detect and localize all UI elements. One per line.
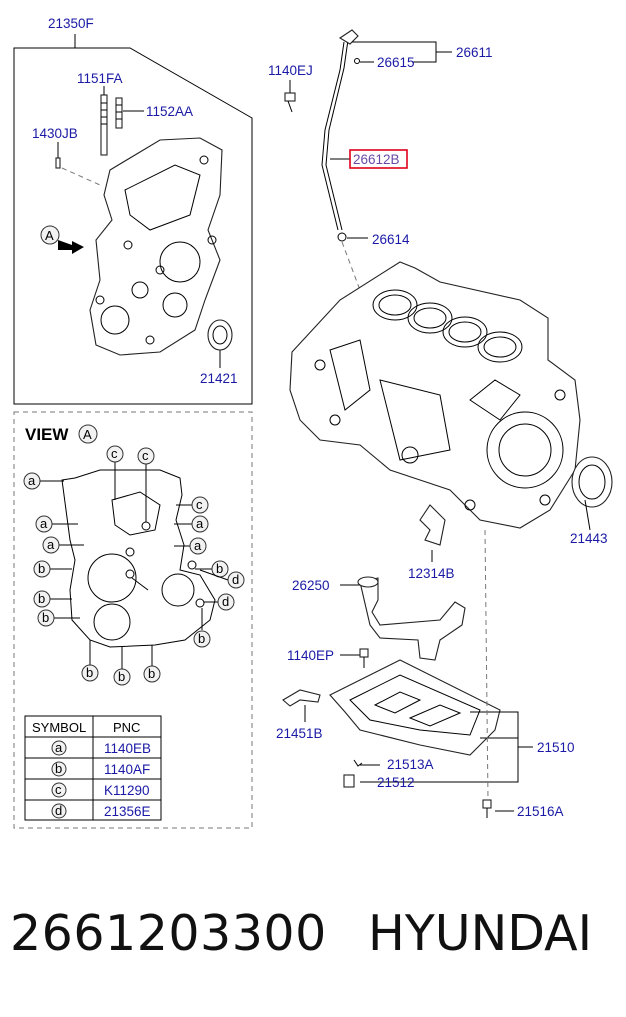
svg-text:c: c (111, 446, 118, 461)
label-21350F: 21350F (48, 16, 94, 31)
symbol-table: SYMBOL PNC a 1140EB b 1140AF c K11290 d … (24, 715, 162, 821)
svg-text:b: b (148, 666, 155, 681)
label-21512: 21512 (377, 775, 415, 790)
view-markers: a a a a a b b b b b b b b (23, 445, 245, 686)
svg-text:b: b (86, 665, 93, 680)
view-a-marker: A (83, 427, 92, 442)
label-12314B: 12314B (408, 566, 455, 581)
svg-text:b: b (38, 561, 45, 576)
oil-pan (329, 659, 501, 756)
label-26614: 26614 (372, 232, 410, 247)
bearing-12314B (419, 504, 446, 546)
svg-text:d: d (222, 594, 229, 609)
seal-21421 (207, 319, 233, 351)
stud-1151FA (100, 94, 108, 156)
table-pnc: K11290 (104, 783, 150, 798)
timing-cover-panel: 21350F 1151FA 1152AA 1430JB (13, 16, 253, 405)
table-symbol: b (55, 761, 62, 776)
svg-text:a: a (47, 537, 55, 552)
svg-text:a: a (196, 516, 204, 531)
svg-text:c: c (142, 448, 149, 463)
table-symbol: c (55, 782, 62, 797)
timing-cover (89, 137, 223, 356)
svg-text:b: b (38, 591, 45, 606)
table-pnc: 21356E (104, 804, 151, 819)
dipstick-tube (321, 41, 345, 231)
svg-text:a: a (40, 516, 48, 531)
label-26615: 26615 (377, 55, 415, 70)
svg-text:c: c (196, 497, 203, 512)
label-1151FA: 1151FA (77, 71, 123, 86)
seal-21443 (571, 456, 613, 508)
label-21516A: 21516A (517, 804, 564, 819)
label-26250: 26250 (292, 578, 330, 593)
label-21443: 21443 (570, 531, 608, 546)
label-26612B: 26612B (353, 152, 400, 167)
view-arrow-icon (58, 240, 84, 254)
label-1152AA: 1152AA (146, 104, 193, 119)
dipstick-group: 1140EJ 26611 26615 26612B 26614 (268, 29, 493, 331)
svg-text:b: b (42, 610, 49, 625)
table-pnc: 1140AF (104, 762, 150, 777)
part-number: 2661203300 (10, 905, 327, 962)
label-21451B: 21451B (276, 726, 323, 741)
svg-text:a: a (28, 473, 36, 488)
table-pnc: 1140EB (104, 741, 151, 756)
arrow-A-marker: A (45, 228, 54, 243)
label-21421: 21421 (200, 371, 238, 386)
table-header-symbol: SYMBOL (32, 720, 86, 735)
label-21510: 21510 (537, 740, 575, 755)
table-symbol: d (55, 803, 62, 818)
svg-text:a: a (194, 538, 202, 553)
label-26611: 26611 (456, 45, 493, 60)
label-1430JB: 1430JB (32, 126, 78, 141)
oil-strainer (357, 576, 466, 661)
brand-name: HYUNDAI (368, 905, 593, 962)
svg-text:b: b (198, 631, 205, 646)
stud-1152AA (115, 97, 123, 129)
gasket-21451B (282, 689, 321, 707)
svg-text:d: d (232, 572, 239, 587)
label-21513A: 21513A (387, 757, 434, 772)
label-1140EP: 1140EP (287, 648, 334, 663)
svg-text:b: b (118, 669, 125, 684)
svg-text:b: b (216, 561, 223, 576)
table-symbol: a (55, 740, 63, 755)
label-1140EJ: 1140EJ (268, 63, 313, 78)
table-header-pnc: PNC (113, 720, 140, 735)
engine-block (289, 261, 581, 529)
highlight-box (349, 149, 408, 169)
view-a-panel: VIEW A a a a a a b b (13, 411, 253, 829)
view-title: VIEW (25, 425, 69, 444)
